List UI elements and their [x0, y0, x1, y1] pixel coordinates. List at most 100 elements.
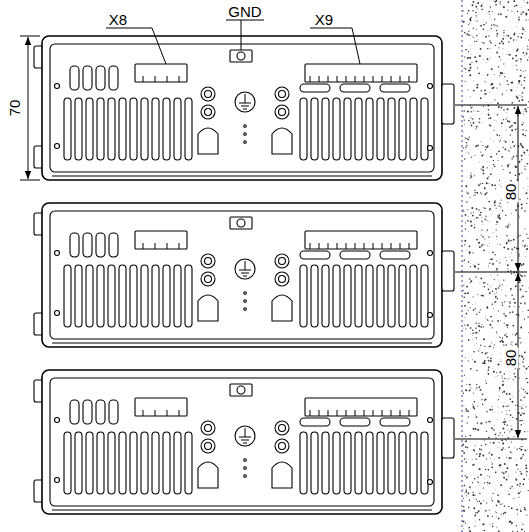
wall-stipple [473, 28, 474, 29]
wall-stipple [472, 406, 474, 408]
wall-stipple [486, 431, 487, 432]
vent-slot [377, 265, 384, 327]
wall-stipple [488, 319, 490, 321]
wall-stipple [519, 355, 521, 357]
led [279, 443, 286, 450]
wall-stipple [465, 81, 466, 82]
wall-stipple [519, 483, 521, 485]
wall-stipple [476, 370, 477, 371]
wall-stipple [473, 126, 475, 128]
wall-stipple [494, 424, 496, 426]
housing-outline [42, 370, 442, 514]
wall-stipple [490, 274, 492, 276]
wall-stipple [511, 452, 512, 453]
wall-stipple [481, 351, 483, 353]
wall-stipple [506, 35, 507, 36]
wall-stipple [522, 454, 524, 456]
wall-stipple [527, 186, 529, 188]
wall-stipple [500, 13, 502, 15]
wall-stipple [481, 223, 483, 225]
wall-stipple [510, 414, 512, 416]
wall-stipple [487, 30, 489, 32]
wall-stipple [490, 42, 491, 43]
connector-pin [310, 410, 311, 416]
wall-stipple [482, 145, 483, 146]
wall-stipple [523, 187, 525, 189]
wall-stipple [478, 242, 480, 244]
wall-stipple [512, 141, 514, 143]
wall-stipple [499, 84, 500, 85]
wall-stipple [473, 194, 474, 195]
led [201, 272, 215, 286]
wall-stipple [517, 448, 518, 449]
wall-stipple [524, 318, 525, 319]
wall-stipple [469, 384, 471, 386]
wall-stipple [467, 494, 469, 496]
wall-stipple [495, 45, 496, 46]
wall-stipple [528, 39, 529, 40]
wall-stipple [496, 153, 498, 155]
housing-outline [42, 203, 442, 347]
wall-stipple [474, 194, 475, 195]
wall-stipple [488, 201, 490, 203]
wall-stipple [493, 412, 495, 414]
wall-stipple [515, 90, 517, 92]
wall-stipple [500, 140, 501, 141]
wall-stipple [518, 80, 520, 82]
wall-stipple [515, 334, 517, 336]
wall-stipple [495, 434, 497, 436]
wall-stipple [515, 405, 516, 406]
wall-stipple [504, 378, 505, 379]
wall-stipple [514, 247, 516, 249]
wall-stipple [528, 19, 529, 21]
wall-stipple [508, 459, 510, 461]
wall-stipple [515, 264, 517, 266]
wall-stipple [521, 6, 523, 8]
wall-stipple [463, 297, 465, 299]
wall-stipple [492, 308, 494, 310]
wall-stipple [492, 263, 494, 265]
wall-stipple [476, 192, 478, 194]
vent-slot [377, 98, 384, 160]
wall-stipple [489, 263, 491, 265]
wall-stipple [474, 361, 476, 363]
gnd-terminal [230, 50, 252, 62]
wall-stipple [473, 212, 474, 213]
wall-stipple [476, 41, 477, 42]
wall-stipple [489, 324, 491, 326]
wall-stipple [466, 33, 468, 35]
wall-stipple [476, 314, 478, 316]
wall-stipple [511, 129, 513, 131]
wall-stipple [486, 231, 488, 233]
wall-stipple [486, 383, 487, 384]
wall-stipple [492, 251, 494, 253]
wall-stipple [464, 56, 465, 57]
wall-stipple [512, 417, 513, 418]
wall-stipple [525, 406, 526, 407]
wall-stipple [496, 52, 498, 54]
wall-stipple [498, 106, 500, 108]
connector-pin [346, 410, 347, 416]
wall-stipple [486, 458, 487, 459]
wall-stipple [469, 307, 470, 308]
wall-edge [462, 0, 463, 532]
wall-stipple [470, 107, 471, 108]
wall-stipple [482, 362, 484, 364]
vent-slot [96, 400, 105, 424]
wall-stipple [482, 236, 484, 238]
wall-stipple [522, 133, 523, 134]
wall-stipple [491, 466, 493, 468]
wall-stipple [485, 510, 487, 512]
wall-stipple [523, 122, 524, 123]
wall-stipple [494, 19, 495, 20]
wall-stipple [486, 245, 488, 247]
vent-slot [119, 432, 126, 494]
vent-slot [322, 432, 329, 494]
leader-line [226, 20, 264, 21]
wall-stipple [480, 507, 482, 509]
wall-stipple [502, 53, 504, 55]
wall-stipple [488, 373, 490, 375]
connector-pin [179, 76, 180, 82]
wall-stipple [515, 274, 516, 275]
